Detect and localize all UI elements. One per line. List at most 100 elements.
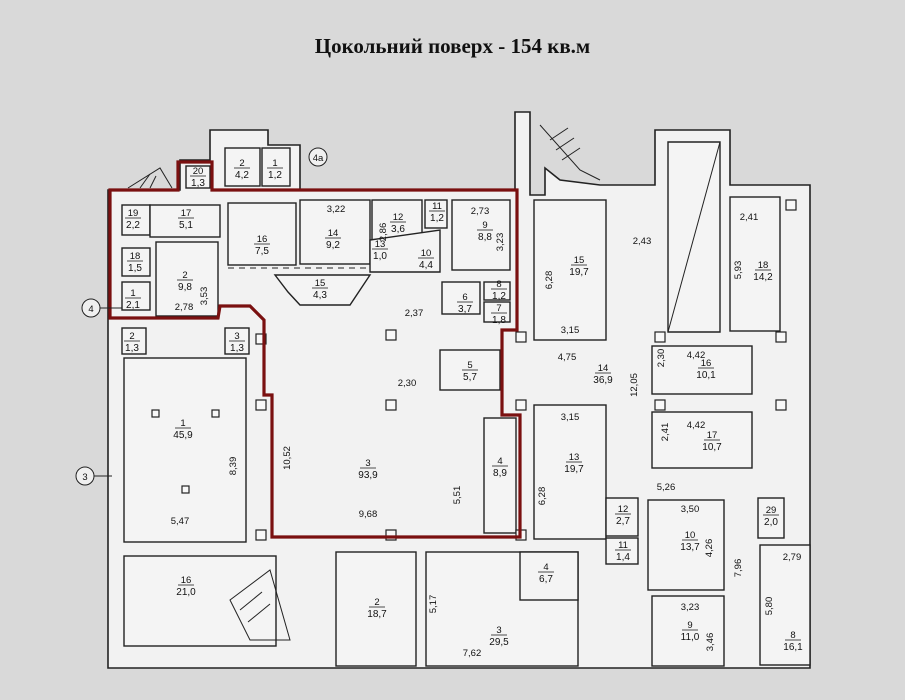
dimension-d315a: 3,15 [561,325,580,336]
room-area: 21,0 [176,587,196,598]
room-number: 1 [180,418,185,429]
room-16c-box [651,345,753,395]
room-area: 1,3 [230,343,244,354]
room-number: 3 [365,458,370,469]
room-label-r12b: 122,7 [615,504,631,527]
dimension-d322: 3,22 [327,204,346,215]
dimension-d241b: 2,41 [660,423,671,442]
room-area: 11,0 [681,632,700,643]
room-number: 10 [685,530,696,541]
room-13b-box [533,404,607,540]
room-label-r18: 181,5 [127,251,143,274]
room-8c-box [759,544,811,666]
room-label-r29: 292,0 [763,505,779,528]
room-number: 14 [598,363,609,374]
room-number: 7 [496,303,501,314]
room-20-box [185,165,211,189]
room-number: 11 [432,201,442,212]
room-7a-box [483,301,511,323]
room-area: 93,9 [358,470,378,481]
room-area: 3,7 [458,304,472,315]
room-label-r3b: 31,3 [229,331,245,354]
axis-marker-4a: 4а [308,147,328,167]
room-number: 9 [687,620,692,631]
room-number: 20 [193,166,204,177]
room-4c-box [519,551,579,601]
room-number: 10 [421,248,432,259]
room-number: 2 [182,270,187,281]
room-label-r3main: 393,9 [358,458,378,481]
room-5a-box [439,349,501,391]
room-number: 4 [497,456,502,467]
room-14a-box [299,199,371,265]
room-number: 19 [128,208,139,219]
room-area: 19,7 [569,267,589,278]
svg-text:4а: 4а [313,153,324,164]
room-number: 2 [239,158,244,169]
room-9a-box [451,199,511,271]
room-number: 29 [766,505,777,516]
room-number: 1 [130,288,135,299]
room-number: 11 [618,540,628,551]
room-17c-box [651,411,753,469]
dimension-d350: 3,50 [681,504,700,515]
room-label-r2c: 218,7 [367,597,387,620]
room-2a-box [155,241,219,317]
room-8a-box [483,281,511,301]
room-label-r16a: 167,5 [254,234,270,257]
dimension-d237: 2,37 [405,308,424,319]
dimension-d762: 7,62 [463,648,482,659]
room-16b-box [123,555,277,647]
room-area: 19,7 [564,464,584,475]
room-area: 16,1 [783,642,803,653]
room-label-r10a: 104,4 [418,248,434,271]
dimension-d628a: 6,28 [544,271,555,290]
axis-marker-4: 4 [81,298,122,318]
room-number: 9 [482,220,487,231]
dimension-d230b: 2,30 [656,349,667,368]
room-11b-box [605,537,639,565]
dimension-d243: 2,43 [633,236,652,247]
room-number: 16 [181,575,192,586]
highlighted-area-outline [108,160,522,539]
room-18-box [121,247,151,277]
room-label-r11a: 111,2 [429,201,445,224]
dimension-d426: 4,26 [704,539,715,558]
room-1a-box [121,281,151,311]
room-area: 36,9 [593,375,613,386]
room-17-box [149,204,221,238]
room-area: 14,2 [753,272,773,283]
room-number: 16 [701,358,712,369]
dimension-d346: 3,46 [705,633,716,652]
room-area: 1,4 [616,552,630,563]
room-area: 5,1 [179,220,193,231]
room-2top-box [224,147,261,187]
room-area: 1,2 [268,170,282,181]
room-label-r20: 201,3 [190,166,206,189]
dimension-d1052: 10,52 [282,446,293,470]
room-label-r9b: 911,0 [681,620,700,643]
svg-text:3: 3 [82,472,87,483]
room-area: 10,1 [696,370,716,381]
room-area: 2,7 [616,516,630,527]
room-label-r2b: 21,3 [124,331,140,354]
room-number: 12 [618,504,629,515]
room-area: 10,7 [702,442,722,453]
dimension-d278: 2,78 [175,302,194,313]
room-label-r1top: 11,2 [267,158,283,181]
room-label-r19: 192,2 [125,208,141,231]
plan-title: Цокольний поверх - 154 кв.м [314,34,591,58]
room-label-r11b: 111,4 [615,540,631,563]
room-area: 3,6 [391,224,405,235]
room-number: 3 [234,331,239,342]
room-area: 2,0 [764,517,778,528]
room-number: 18 [130,251,141,262]
dimension-d547: 5,47 [171,516,190,527]
room-1top-box [261,147,291,187]
room-number: 2 [374,597,379,608]
room-label-r1a: 12,1 [125,288,141,311]
